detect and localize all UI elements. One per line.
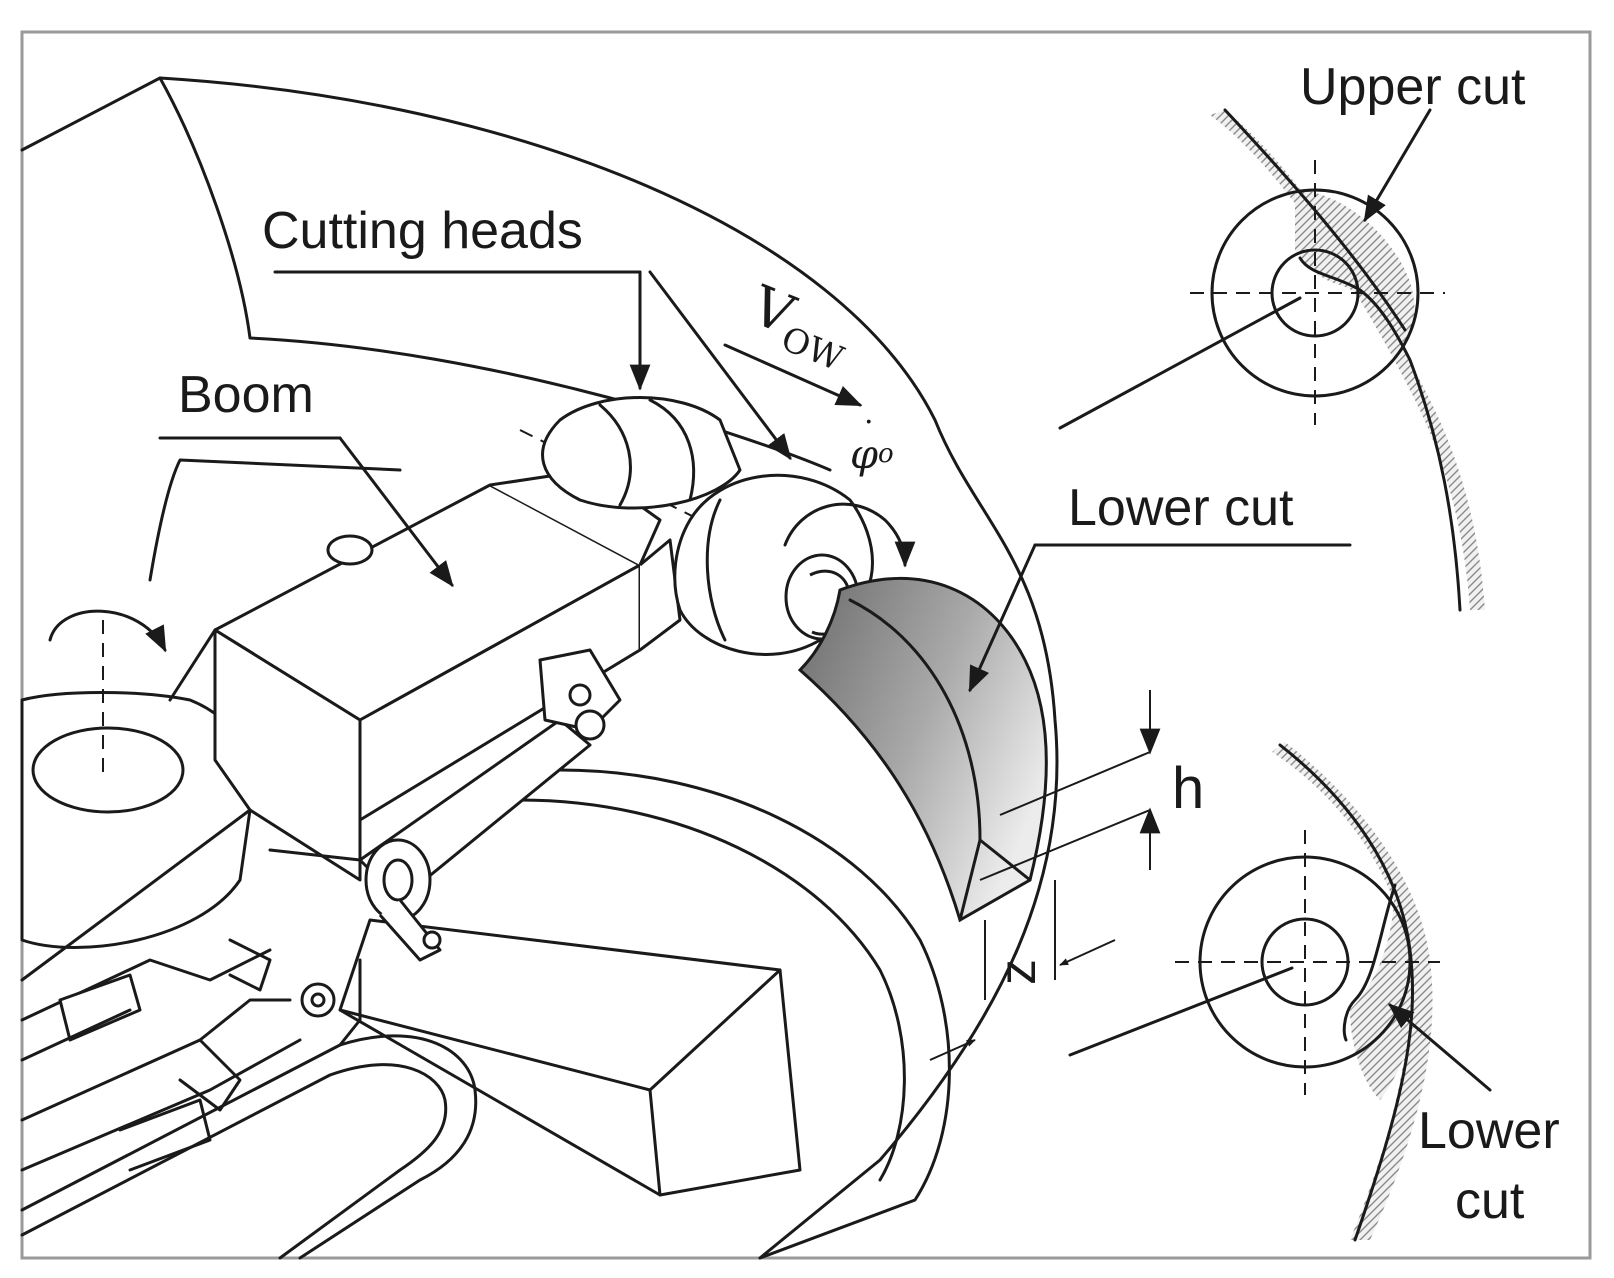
- symbol-depth: z: [989, 959, 1047, 985]
- symbol-angular-rate: φo: [850, 432, 894, 478]
- upper-cut-inset: [1058, 108, 1485, 612]
- symbol-velocity: VOW: [738, 273, 861, 379]
- slew-rotation-arrow: [48, 609, 167, 653]
- lower-cut-volume: [797, 576, 1048, 923]
- figure-frame: [20, 30, 1592, 1260]
- label-lower-cut: Lower cut: [1068, 479, 1294, 537]
- slewing-turret: [20, 458, 402, 949]
- leader-lines: [158, 270, 1352, 693]
- hydraulic-linkage: [20, 648, 622, 1172]
- dimension-marks: [929, 690, 1161, 1061]
- cutting-heads: [519, 396, 874, 656]
- crawler-track: [20, 958, 478, 1260]
- label-lower-cut-inset-line1: Lower: [1418, 1102, 1560, 1160]
- label-upper-cut: Upper cut: [1300, 58, 1526, 116]
- angular-rate-dot: ·: [864, 405, 874, 440]
- label-lower-cut-inset-line2: cut: [1455, 1172, 1525, 1230]
- label-boom: Boom: [178, 366, 314, 424]
- lower-cut-inset: [1068, 742, 1492, 1242]
- machine-body: [20, 76, 1059, 1260]
- symbol-height: h: [1172, 756, 1204, 821]
- label-cutting-heads: Cutting heads: [262, 202, 583, 260]
